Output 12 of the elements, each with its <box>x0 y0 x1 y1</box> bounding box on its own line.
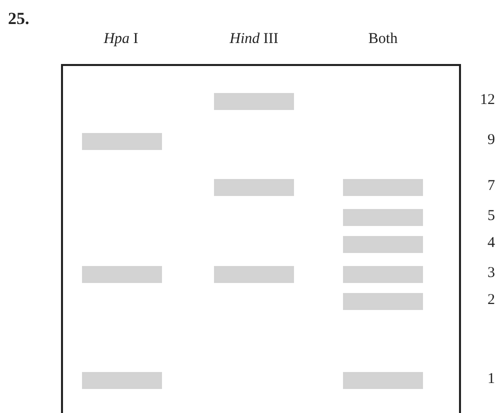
size-label: 4 <box>488 236 495 251</box>
size-label: 7 <box>488 179 495 194</box>
size-label: 12 <box>480 93 495 108</box>
size-label: 5 <box>488 209 495 224</box>
size-label: 2 <box>488 293 495 308</box>
size-label: 1 <box>488 372 495 387</box>
lane-label: Hind III <box>230 32 278 47</box>
size-label: 9 <box>488 133 495 148</box>
question-number: 25. <box>8 10 30 27</box>
lane-label: Hpa I <box>104 32 138 47</box>
size-label: 3 <box>488 266 495 281</box>
lane-label: Both <box>368 32 398 47</box>
